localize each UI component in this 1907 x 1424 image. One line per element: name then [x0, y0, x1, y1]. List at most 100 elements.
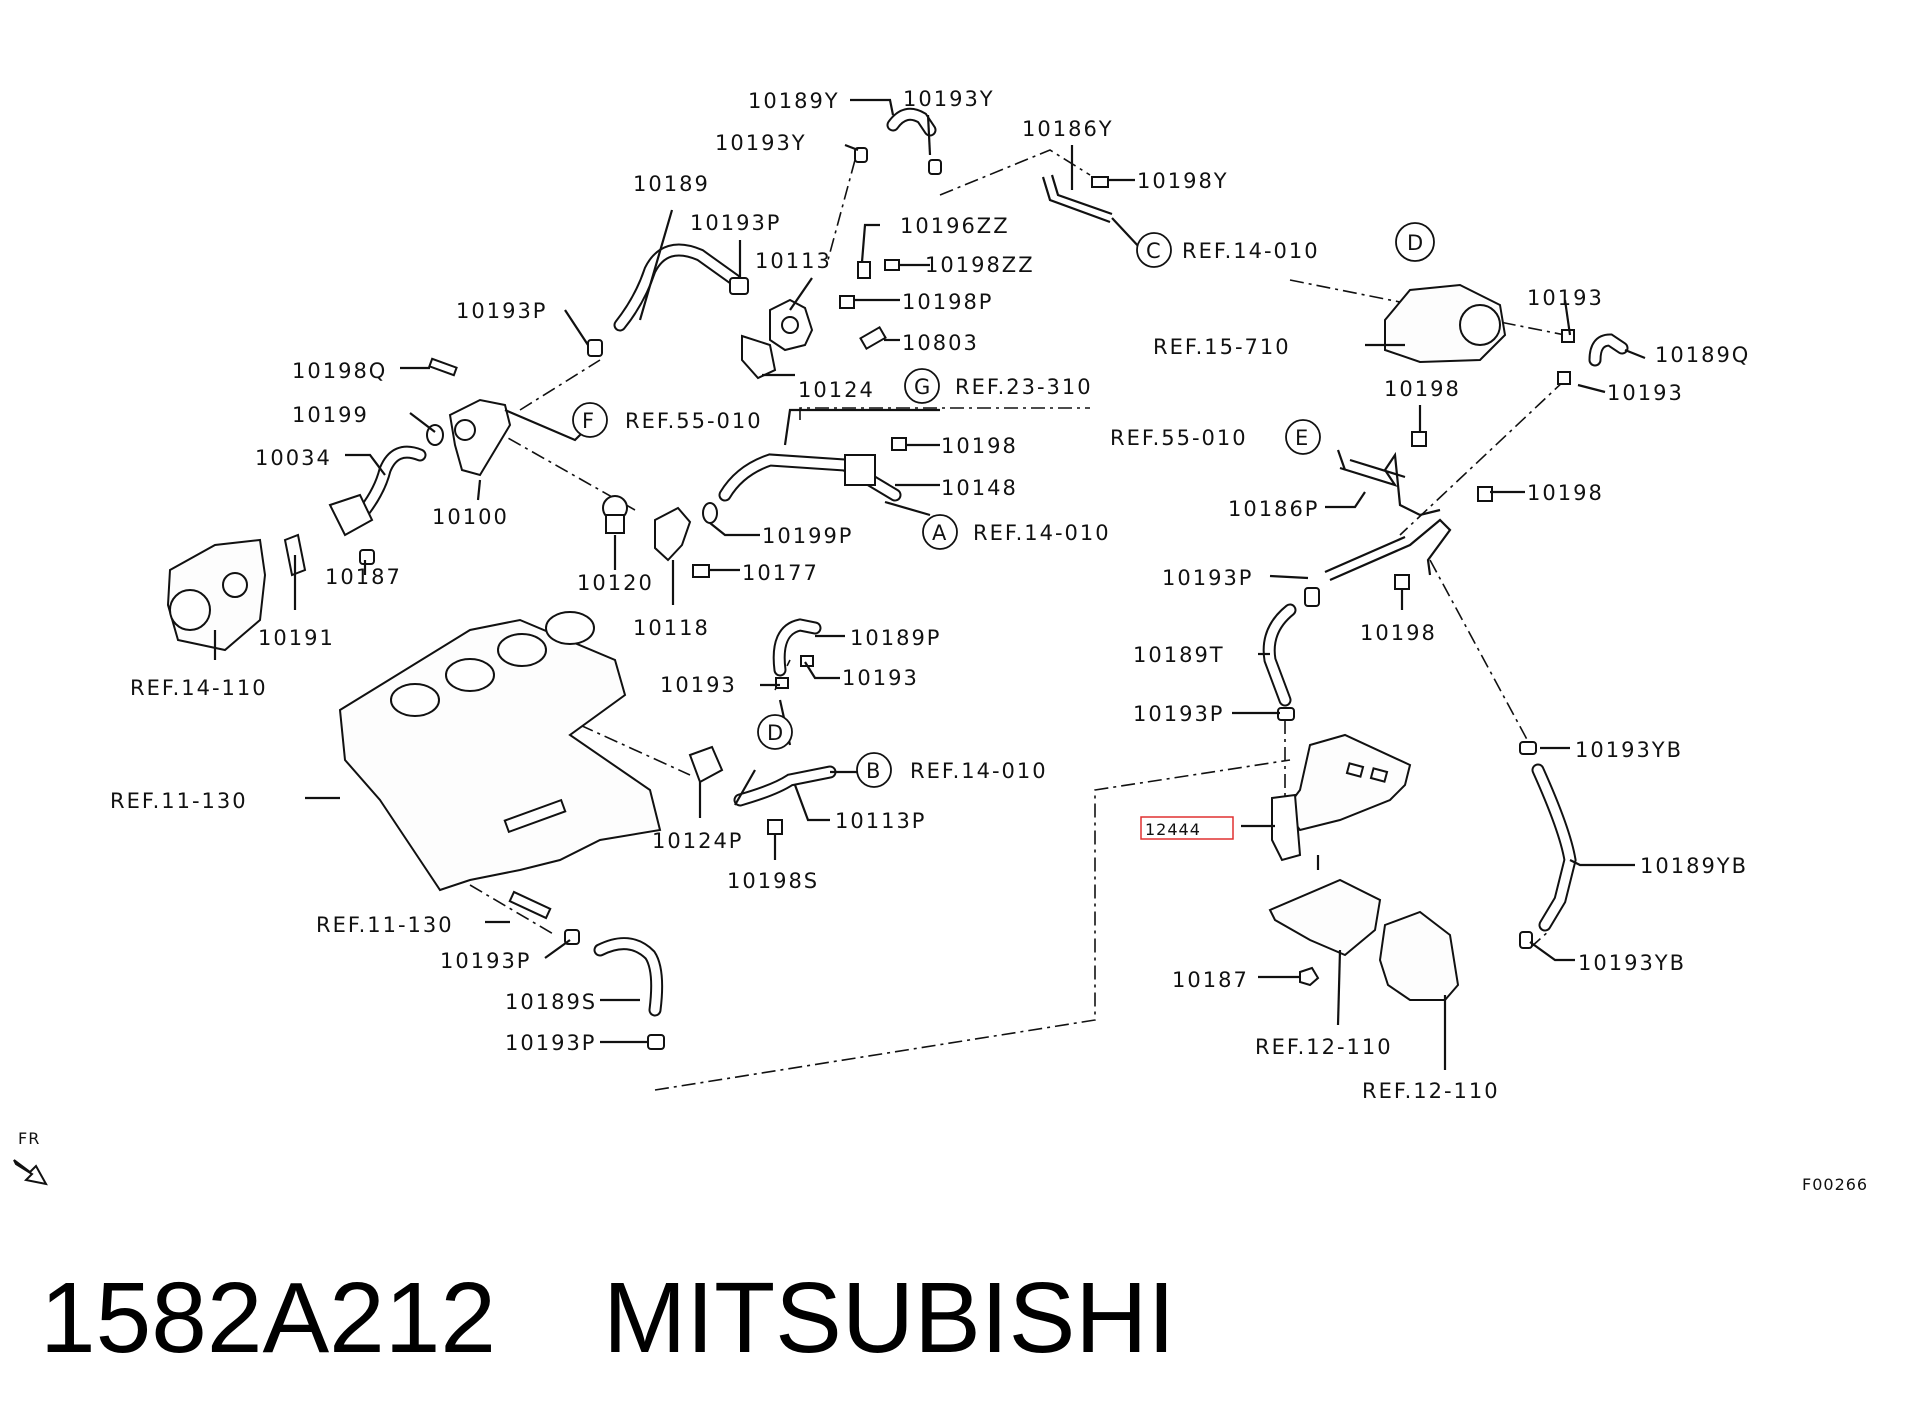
callout-10124p: 10124P	[652, 829, 743, 853]
callout-10196zz: 10196ZZ	[900, 214, 1010, 238]
callout-10198zz: 10198ZZ	[925, 253, 1035, 277]
callout-10113: 10113	[755, 249, 832, 273]
callout-10198-right-top: 10198	[1384, 377, 1461, 401]
callout-10198s: 10198S	[727, 869, 819, 893]
circled-letters: C G F A B D D E	[572, 222, 1435, 788]
pipe-10113p	[733, 765, 837, 807]
hose-10034	[358, 445, 427, 517]
ref-23-310: REF.23-310	[955, 375, 1093, 399]
housing-10113	[769, 298, 814, 352]
ref-12-110-bracket: REF.12-110	[1255, 1035, 1393, 1059]
circle-f	[572, 402, 608, 438]
oring-10199p	[702, 502, 718, 524]
circle-d-top	[1395, 222, 1435, 262]
ref-55-010-f: REF.55-010	[625, 409, 763, 433]
clamp-10193p-top	[729, 277, 749, 295]
gasket-10124p	[688, 745, 724, 784]
clamp-10193p-right	[1304, 587, 1320, 607]
callout-10803: 10803	[902, 331, 979, 355]
callout-10193yb-lower: 10193YB	[1578, 951, 1686, 975]
circle-c	[1136, 232, 1172, 268]
part-12444	[1271, 733, 1412, 870]
callout-10198-right-mid: 10198	[1527, 481, 1604, 505]
callout-12444: 12444	[1145, 820, 1201, 839]
ref-12-110-cooler: REF.12-110	[1362, 1079, 1500, 1103]
clamp-10193y-left	[854, 147, 868, 163]
throttle-body-ref-15-710	[1384, 283, 1507, 364]
callout-10189q: 10189Q	[1655, 343, 1750, 367]
flange-10034	[328, 493, 374, 537]
clamp-10193-left	[775, 677, 789, 689]
front-arrow-icon	[13, 1159, 48, 1186]
callout-10198-right-low: 10198	[1360, 621, 1437, 645]
callout-10186y: 10186Y	[1022, 117, 1114, 141]
circle-g-letter: G	[914, 375, 932, 399]
sensor-10196zz	[857, 261, 871, 279]
ref-14-010-b: REF.14-010	[910, 759, 1048, 783]
pipe-ref-11-130	[508, 890, 552, 920]
bolt-10198-right-top	[1411, 431, 1427, 447]
callout-10199p: 10199P	[762, 524, 853, 548]
callout-10034: 10034	[255, 446, 332, 470]
clamp-10193y-right	[928, 159, 942, 175]
oil-cooler-ref-12-110	[1378, 910, 1460, 1001]
nut-10187-left	[359, 549, 375, 565]
clamp-10193-mid-right	[1557, 371, 1571, 385]
circle-e-letter: E	[1295, 426, 1310, 450]
clamp-10193yb-upper	[1519, 741, 1537, 755]
thermostat-cover-10118	[654, 506, 692, 562]
callout-10186p: 10186P	[1228, 497, 1319, 521]
callout-10148: 10148	[941, 476, 1018, 500]
callout-10187-left: 10187	[325, 565, 402, 589]
circle-b-letter: B	[866, 759, 882, 783]
sensor-10803	[859, 325, 887, 351]
callout-10191: 10191	[258, 626, 335, 650]
hose-10189t	[1262, 603, 1297, 707]
callout-10189p: 10189P	[850, 626, 941, 650]
thermostat-10120	[602, 495, 628, 534]
callout-10189yb: 10189YB	[1640, 854, 1748, 878]
callout-10118: 10118	[633, 616, 710, 640]
circle-d-mid-letter: D	[767, 721, 785, 745]
pipe-10148	[718, 453, 902, 502]
bracket-ref-12-110	[1268, 878, 1382, 957]
callout-10193y-right: 10193Y	[903, 87, 995, 111]
hose-10189	[613, 243, 742, 332]
ref-14-010-c: REF.14-010	[1182, 239, 1320, 263]
pipe-10186p	[1324, 451, 1452, 582]
ref-11-130-left: REF.11-130	[110, 789, 248, 813]
callout-10193yb-upper: 10193YB	[1575, 738, 1683, 762]
callout-10193-mid-right: 10193	[1607, 381, 1684, 405]
circle-d-top-letter: D	[1407, 231, 1425, 255]
hose-10189yb	[1531, 763, 1577, 932]
hose-10189s	[593, 937, 664, 1017]
figure-code: F00266	[1802, 1175, 1868, 1194]
circle-e	[1285, 419, 1321, 455]
fr-label: FR	[18, 1129, 40, 1148]
bolt-10198-right-low	[1394, 574, 1410, 590]
callout-10198p: 10198P	[902, 290, 993, 314]
bolt-10198y	[1091, 176, 1109, 188]
pipe-10186y	[1041, 174, 1113, 224]
circle-a-letter: A	[932, 521, 948, 545]
circle-b	[856, 752, 892, 788]
bolt-10198p	[839, 295, 855, 309]
callout-10193-center-left: 10193	[660, 673, 737, 697]
callout-10193y-left: 10193Y	[715, 131, 807, 155]
ref-15-710: REF.15-710	[1153, 335, 1291, 359]
callout-10124: 10124	[798, 378, 875, 402]
ref-14-110: REF.14-110	[130, 676, 268, 700]
hose-10189q	[1588, 333, 1629, 367]
water-pump-ref-14-110	[166, 538, 267, 652]
gasket-10124	[741, 334, 777, 380]
callout-10193p-right-low: 10193P	[1133, 702, 1224, 726]
ref-14-010-a: REF.14-010	[973, 521, 1111, 545]
front-direction-indicator: FR	[13, 1129, 48, 1186]
callout-10120: 10120	[577, 571, 654, 595]
callout-10193p-lower-b: 10193P	[505, 1031, 596, 1055]
ref-11-130-lower: REF.11-130	[316, 913, 454, 937]
callout-10193-center-right: 10193	[842, 666, 919, 690]
callout-labels: 10189Y 10193Y 10193Y 10186Y 10198Y 10189…	[255, 87, 1750, 1055]
callout-10193p-right: 10193P	[1162, 566, 1253, 590]
